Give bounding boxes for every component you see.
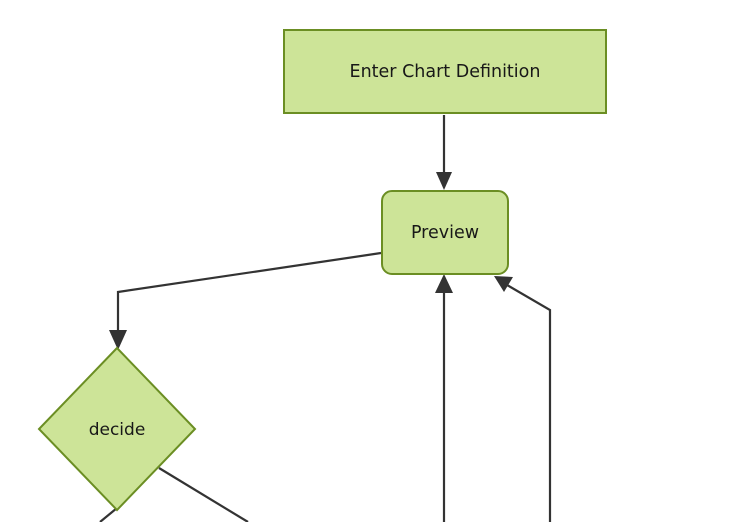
arrow-head-icon xyxy=(109,330,127,350)
node-layer: Enter Chart Definition Preview decide xyxy=(37,29,607,512)
node-preview[interactable]: Preview xyxy=(381,190,509,275)
node-enter-chart-definition-label: Enter Chart Definition xyxy=(350,62,541,82)
node-enter-chart-definition-shape[interactable] xyxy=(283,29,607,114)
edge-preview-to-decide xyxy=(109,251,382,350)
node-decide-shape[interactable] xyxy=(37,346,197,512)
node-decide-label: decide xyxy=(89,420,146,440)
edge-bottom-right-to-preview xyxy=(494,276,552,522)
edge-decide-down-left-line xyxy=(99,507,118,522)
edge-preview-to-decide-line xyxy=(116,251,382,332)
edge-enter-to-preview xyxy=(436,115,452,190)
arrow-head-icon xyxy=(436,172,452,190)
edge-bottom-right-to-preview-line xyxy=(506,284,552,522)
node-preview-shape[interactable] xyxy=(381,190,509,275)
edge-bottom-to-preview xyxy=(435,274,453,522)
edge-decide-down-left xyxy=(99,507,118,522)
edge-decide-down-right xyxy=(158,467,249,522)
arrow-head-icon xyxy=(435,274,453,293)
node-preview-label: Preview xyxy=(411,223,479,243)
node-decide[interactable]: decide xyxy=(37,346,197,512)
node-enter-chart-definition[interactable]: Enter Chart Definition xyxy=(283,29,607,114)
edge-decide-down-right-line xyxy=(158,467,249,522)
edge-layer xyxy=(99,115,552,522)
arrow-head-icon xyxy=(494,276,513,292)
